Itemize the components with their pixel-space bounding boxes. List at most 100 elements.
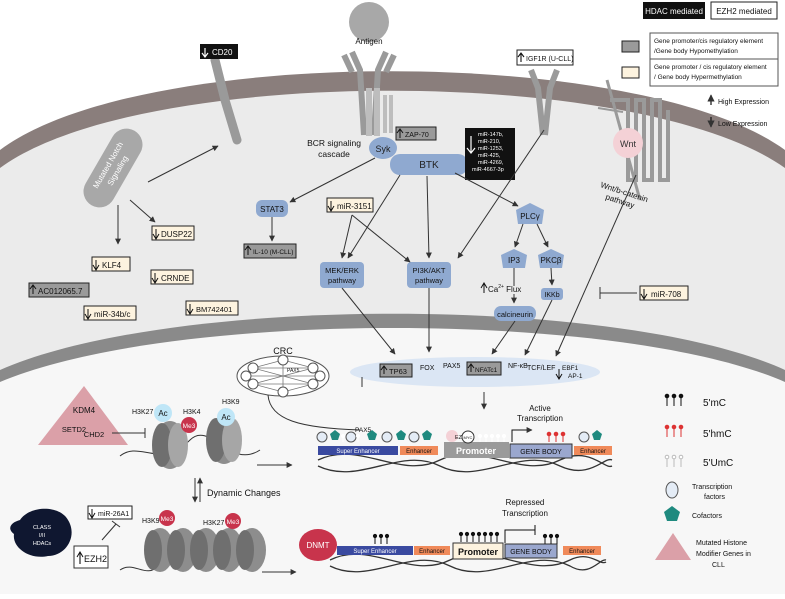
- cofactor-icon: [664, 506, 680, 521]
- 5umc-icon: [664, 454, 684, 467]
- nucleosome: [236, 528, 266, 572]
- tf-legend-line1: Transcription: [692, 484, 732, 491]
- hdac-blob: CLASS I/II HDACs: [10, 508, 72, 557]
- acetyl-mark: [217, 408, 235, 426]
- stat3-node: [256, 200, 288, 217]
- dnmt-node: DNMT: [299, 529, 337, 561]
- cd20-label: CD20: [212, 48, 233, 57]
- legend-hdac-label: HDAC mediated: [645, 7, 703, 16]
- legend-ezh2-label: EZH2 mediated: [716, 7, 772, 16]
- calcineurin-node: [494, 306, 536, 321]
- mir3151-box: miR-3151: [326, 197, 374, 213]
- dynamic-changes: Dynamic Changes: [192, 477, 281, 503]
- mir-cluster-4: miR-425,: [478, 153, 501, 159]
- mek-erk-line1: MEK/ERK: [325, 266, 359, 275]
- crnde-label: CRNDE: [161, 274, 189, 283]
- pax5-dna-label: PAX5: [355, 427, 372, 434]
- mir34-box: miR-34b/c: [83, 305, 137, 321]
- bm742401-label: BM742401: [196, 305, 232, 314]
- me3-label-3: Me3: [227, 519, 240, 526]
- hdac-line3: HDACs: [33, 541, 52, 547]
- mir34-label: miR-34b/c: [94, 310, 130, 319]
- igf1r-receptor: IGF1R (U-CLL): [516, 49, 574, 136]
- 5umc-label: 5'UmC: [703, 458, 733, 469]
- mir-cluster-3: miR-1253,: [478, 146, 504, 152]
- dnmt-label: DNMT: [306, 541, 329, 550]
- legend: HDAC mediated EZH2 mediated Gene promote…: [621, 1, 779, 128]
- tf-tcf: TCF/LEF: [527, 365, 555, 372]
- 5mc-label: 5'mC: [703, 398, 726, 409]
- legend-low-label: Low Expression: [718, 121, 768, 128]
- mc-marks: [372, 531, 560, 544]
- tf-nfatc1: NFATc1: [475, 367, 498, 374]
- tf-nfkb: NF-κB: [508, 363, 528, 370]
- kdm4-label: KDM4: [73, 406, 96, 415]
- setd2-label: SETD2: [62, 425, 86, 434]
- ezh2-small-mark: [446, 430, 458, 442]
- nucleosome: [190, 528, 220, 572]
- dynamic-changes-label: Dynamic Changes: [207, 488, 281, 498]
- mir26a1-label: miR-26A1: [98, 511, 129, 518]
- super-enhancer-top: Super Enhancer: [336, 449, 379, 455]
- legend-hypo-line2: /Gene body Hypomethylation: [654, 48, 738, 55]
- pi3k-akt-line1: PI3K/AKT: [413, 266, 446, 275]
- legend-high-label: High Expression: [718, 99, 769, 106]
- ip3-label: IP3: [508, 256, 521, 265]
- crc-pax5-label: PAX5: [287, 368, 300, 374]
- umc-marks: [340, 433, 507, 442]
- repressed-tx-line1: Repressed: [506, 498, 545, 507]
- repressed-dna: Super Enhancer Enhancer Promoter GENE BO…: [329, 525, 607, 573]
- tf-icon: [665, 481, 679, 499]
- nuclear-legend: 5'mC 5'hmC 5'UmC Transcription factors C…: [655, 393, 751, 569]
- pi3k-akt-node: [407, 262, 451, 288]
- legend-hyper-box: [649, 58, 779, 87]
- nucleosome: [206, 416, 242, 464]
- h3k27-top: H3K27: [132, 409, 154, 416]
- antigen-label: Antigen: [355, 37, 382, 46]
- notch-receptor: Mutated Notch Signaling: [83, 128, 143, 208]
- ikkb-node: [541, 288, 563, 300]
- me3-label-1: Me3: [183, 423, 196, 430]
- ikkb-label: IKKb: [544, 292, 559, 299]
- ac-label-1: Ac: [158, 409, 167, 418]
- crnde-box: CRNDE: [150, 269, 194, 285]
- enhancer-top-1: Enhancer: [406, 449, 432, 455]
- antigen-shape: [349, 2, 389, 42]
- nucleoplasm: [0, 328, 785, 594]
- bcr-receptor: Antigen: [341, 2, 397, 136]
- klf4-label: KLF4: [102, 261, 122, 270]
- nucleosome: [167, 528, 197, 572]
- me3-mark: [181, 417, 197, 433]
- tf-tp63: TP63: [389, 367, 407, 376]
- tf-ellipse: TP63 FOX PAX5 NFATc1 NF-κB TCF/LEF EBF1 …: [350, 357, 600, 387]
- ac012065-box: AC012065.7: [28, 282, 90, 298]
- pkcb-label: PKCβ: [540, 256, 561, 265]
- igf1r-label: IGF1R (U-CLL): [526, 56, 573, 63]
- calcineurin-label: calcineurin: [497, 310, 533, 319]
- h3k4-top: H3K4: [183, 409, 201, 416]
- h3k27-low: H3K27: [203, 520, 225, 527]
- btk-node: [390, 154, 468, 175]
- legend-hyper-line1: Gene promoter / cis regulatory element: [654, 64, 767, 71]
- bm742401-box: BM742401: [185, 300, 239, 316]
- mek-erk-node: [320, 262, 364, 288]
- mir26a1-box: miR-26A1: [87, 505, 133, 520]
- nucleosome: [213, 528, 243, 572]
- syk-label: Syk: [375, 144, 391, 154]
- active-tx-line1: Active: [529, 404, 551, 413]
- mir-cluster-box: miR-147b, miR-210, miR-1253, miR-425, mi…: [465, 128, 515, 180]
- h3k9-top: H3K9: [222, 399, 240, 406]
- h3k9-low: H3K9: [142, 518, 160, 525]
- mir-cluster-2: miR-210,: [478, 139, 501, 145]
- legend-hdac-box: [643, 2, 705, 19]
- syk-node: [369, 137, 397, 159]
- ezh2-label: EZH2: [84, 554, 107, 564]
- pi3k-akt-line2: pathway: [415, 276, 443, 285]
- crc-network: CRC PAX5: [236, 346, 330, 398]
- legend-hypo-line1: Gene promoter/cis regulatory element: [654, 38, 763, 45]
- tf-markers: [316, 431, 590, 443]
- mutated-legend-2: Modifier Genes in: [696, 551, 751, 558]
- btk-label: BTK: [419, 160, 439, 171]
- tf-pax5: PAX5: [443, 363, 460, 370]
